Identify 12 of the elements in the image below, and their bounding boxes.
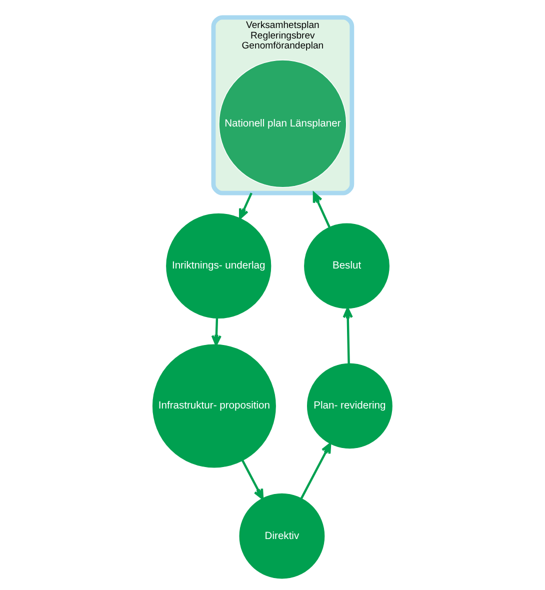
arrow (342, 307, 353, 364)
arrow (238, 192, 252, 220)
node-circle: Nationell plan Länsplaner (218, 60, 347, 188)
arrow (312, 192, 330, 228)
node-circle: Inriktnings- underlag (166, 213, 272, 319)
node-circle: Infrastruktur- proposition (152, 344, 276, 468)
arrow (300, 442, 332, 499)
node-circle: Plan- revidering (307, 363, 392, 449)
node-circle: Direktiv (239, 493, 325, 579)
arrow (211, 318, 222, 346)
arrow (241, 460, 264, 500)
node-circle: Beslut (304, 223, 390, 309)
